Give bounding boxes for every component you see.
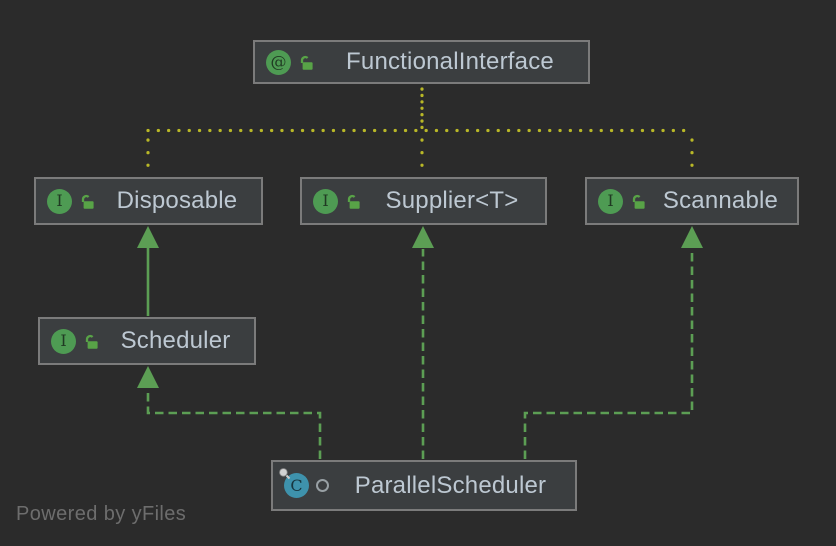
arrowhead-to-supplier: [412, 226, 434, 248]
yfiles-watermark: Powered by yFiles: [16, 503, 187, 525]
final-pin-icon: [279, 468, 291, 480]
annotation-icon: @: [266, 49, 291, 75]
node-disposable[interactable]: I Disposable: [34, 177, 263, 225]
public-unlocked-lock-icon: [632, 194, 645, 209]
interface-icon: I: [598, 188, 623, 214]
package-private-visibility-icon: [316, 479, 329, 492]
annotation-glyph: @: [270, 52, 287, 71]
node-label: Scheduler: [120, 327, 231, 354]
edge-scheduler-extends-disposable: [137, 226, 159, 316]
public-unlocked-lock-icon: [81, 194, 94, 209]
arrowhead-to-scannable: [681, 226, 703, 248]
interface-icon: I: [51, 328, 76, 354]
node-label: Scannable: [662, 187, 779, 214]
node-functionalinterface[interactable]: @ FunctionalInterface: [253, 40, 590, 84]
node-supplier[interactable]: I Supplier<T>: [300, 177, 547, 225]
node-label: Supplier<T>: [385, 187, 519, 214]
interface-icon: I: [47, 188, 72, 214]
public-unlocked-lock-icon: [300, 55, 313, 70]
final-class-icon: C: [279, 468, 309, 498]
edge-parallelscheduler-implements-scheduler: [146, 389, 322, 459]
edge-annotation-dotted-lines: [146, 87, 694, 174]
interface-glyph: I: [322, 191, 329, 210]
interface-glyph: I: [56, 191, 63, 210]
public-unlocked-lock-icon: [347, 194, 360, 209]
node-scheduler[interactable]: I Scheduler: [38, 317, 256, 365]
arrowhead-to-scheduler: [137, 366, 159, 388]
node-label: ParallelScheduler: [354, 471, 547, 499]
edge-parallelscheduler-implements-scannable: [523, 249, 694, 459]
interface-glyph: I: [60, 331, 67, 350]
node-label: Disposable: [116, 187, 238, 214]
public-unlocked-lock-icon: [85, 334, 98, 349]
node-label: FunctionalInterface: [346, 48, 554, 75]
node-scannable[interactable]: I Scannable: [585, 177, 799, 225]
node-parallelscheduler[interactable]: C ParallelScheduler: [271, 460, 577, 511]
interface-icon: I: [313, 188, 338, 214]
interface-glyph: I: [607, 191, 614, 210]
class-glyph: C: [290, 475, 303, 495]
